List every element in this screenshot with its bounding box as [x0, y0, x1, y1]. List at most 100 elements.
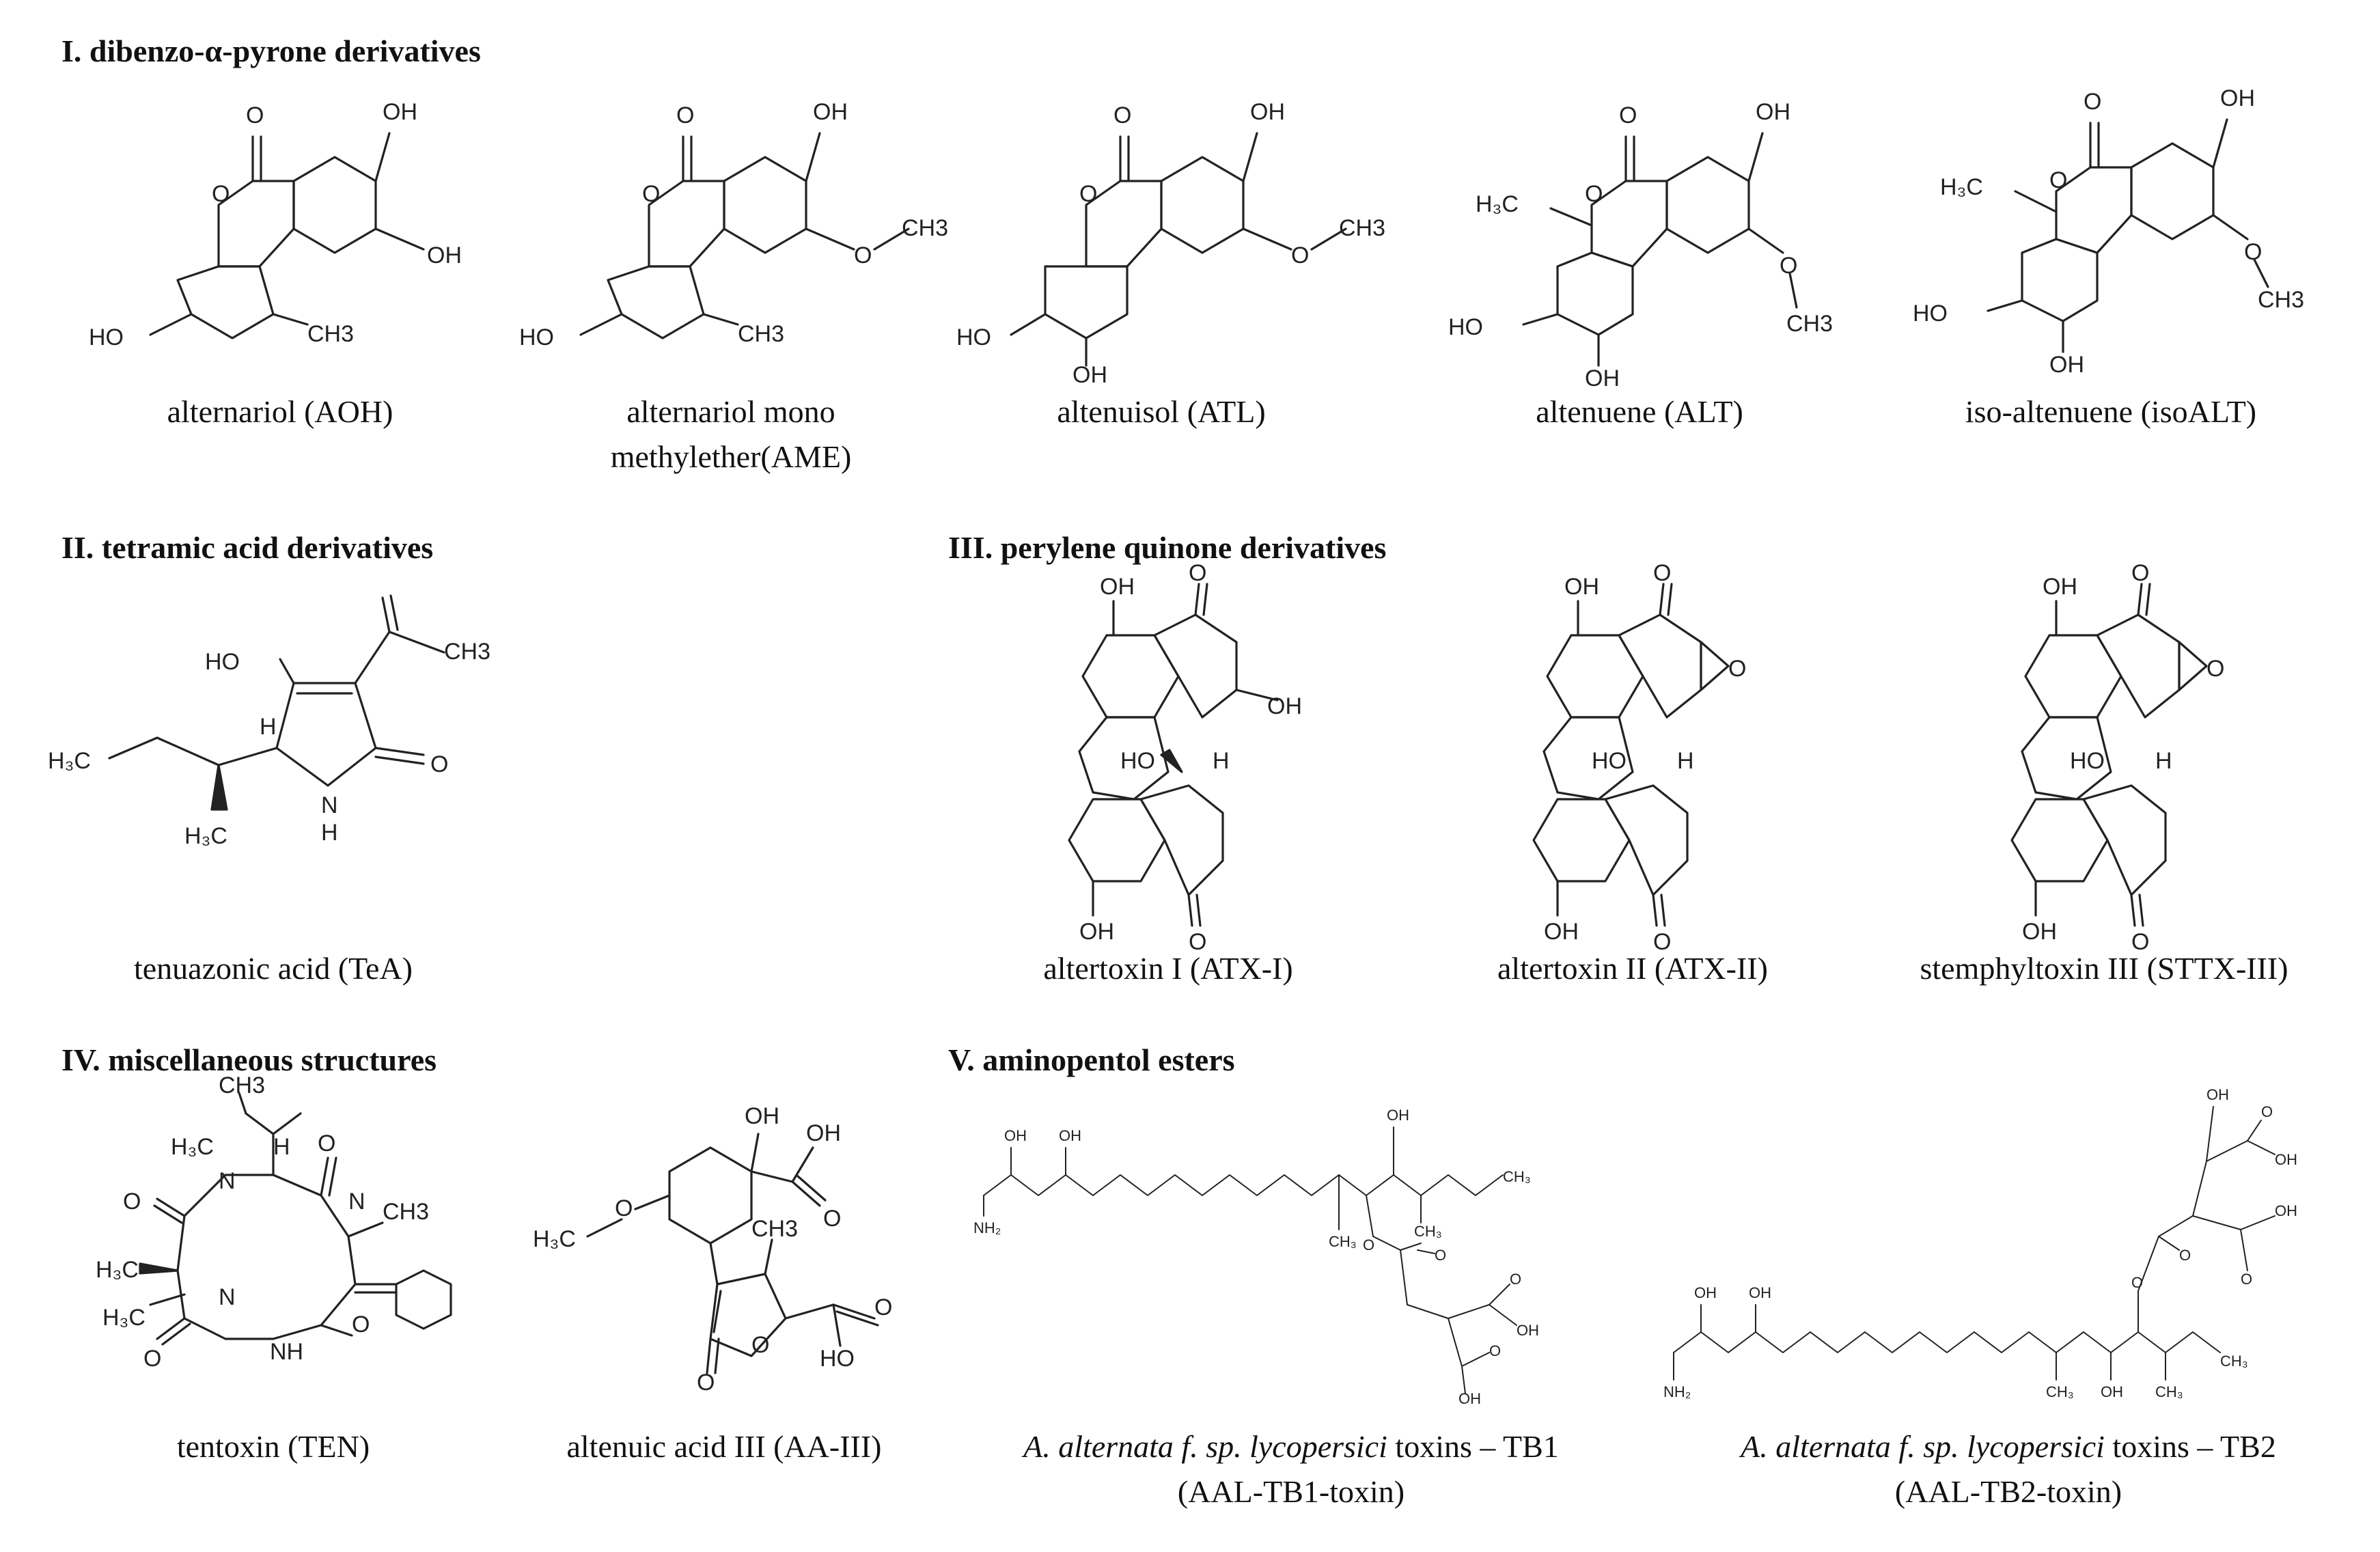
svg-text:CH₃: CH₃: [2046, 1383, 2074, 1400]
svg-text:CH₃: CH₃: [1503, 1168, 1531, 1185]
svg-text:O: O: [1780, 253, 1797, 279]
section-title-dibenzo-pyrone: I. dibenzo-α-pyrone derivatives: [61, 33, 481, 68]
structure-altertoxin-1: OH O OH HO H OH O: [1025, 560, 1380, 956]
svg-text:O: O: [1113, 102, 1131, 128]
svg-text:O: O: [2049, 167, 2067, 193]
svg-text:OH: OH: [2043, 574, 2077, 600]
svg-text:H₃C: H₃C: [96, 1257, 139, 1283]
structure-altertoxin-2: OH O O HO H OH O: [1489, 560, 1844, 956]
svg-text:CH3: CH3: [307, 321, 354, 347]
section-title-miscellaneous: IV. miscellaneous structures: [61, 1042, 437, 1077]
svg-text:CH₃: CH₃: [2220, 1353, 2248, 1370]
svg-text:O: O: [352, 1312, 370, 1338]
svg-text:OH: OH: [427, 242, 462, 268]
label-altenuisol: altenuisol (ATL): [1057, 394, 1266, 429]
svg-text:OH: OH: [745, 1103, 779, 1129]
svg-text:HO: HO: [89, 324, 124, 350]
svg-text:O: O: [1728, 656, 1746, 682]
svg-text:O: O: [1291, 242, 1309, 268]
svg-text:HO: HO: [519, 324, 554, 350]
svg-text:OH: OH: [2220, 85, 2255, 111]
svg-text:O: O: [1435, 1247, 1446, 1264]
svg-text:O: O: [676, 102, 694, 128]
label-altenuic-acid-3: altenuic acid III (AA-III): [566, 1429, 882, 1464]
svg-text:OH: OH: [2101, 1383, 2123, 1400]
structure-tentoxin: CH3 H₃C H O N O N CH3 H₃C H₃C N O NH O: [96, 1072, 506, 1387]
svg-text:OH: OH: [1073, 362, 1107, 388]
svg-text:OH: OH: [2275, 1202, 2297, 1219]
label-alternariol: alternariol (AOH): [167, 394, 393, 429]
svg-text:CH3: CH3: [2258, 287, 2304, 313]
svg-text:HO: HO: [956, 324, 991, 350]
svg-text:H: H: [1677, 748, 1694, 774]
svg-text:H₃C: H₃C: [48, 748, 91, 774]
svg-text:O: O: [823, 1206, 841, 1232]
svg-text:OH: OH: [1250, 99, 1285, 125]
svg-text:O: O: [1189, 560, 1206, 586]
svg-text:OH: OH: [2275, 1151, 2297, 1168]
svg-text:H: H: [321, 820, 338, 846]
svg-text:H: H: [273, 1134, 290, 1160]
svg-text:N: N: [219, 1284, 236, 1310]
svg-text:HO: HO: [2070, 748, 2105, 774]
svg-text:O: O: [2206, 656, 2224, 682]
svg-text:H: H: [1213, 748, 1230, 774]
label-tenuazonic-acid: tenuazonic acid (TeA): [133, 951, 413, 986]
svg-text:O: O: [642, 181, 660, 207]
svg-text:OH: OH: [1749, 1284, 1771, 1301]
svg-text:O: O: [1653, 929, 1671, 955]
section-title-tetramic-acid: II. tetramic acid derivatives: [61, 530, 434, 565]
label-tentoxin: tentoxin (TEN): [176, 1429, 370, 1464]
section-title-perylene-quinone: III. perylene quinone derivatives: [948, 530, 1387, 565]
svg-text:O: O: [246, 102, 264, 128]
svg-text:CH₃: CH₃: [1414, 1223, 1442, 1240]
structure-altenuisol: O O OH O CH3 HO OH: [956, 89, 1385, 388]
structure-tenuazonic-acid: HO CH3 O H N H H₃C H₃C: [48, 587, 526, 874]
svg-text:O: O: [2261, 1103, 2273, 1120]
svg-text:NH: NH: [270, 1339, 303, 1365]
svg-text:HO: HO: [820, 1346, 855, 1372]
svg-text:O: O: [2131, 560, 2149, 586]
svg-text:N: N: [219, 1168, 236, 1194]
svg-text:O: O: [854, 242, 872, 268]
structure-alternariol: O O OH OH HO CH3: [89, 89, 471, 362]
structure-altenuene: O O OH O CH3 H₃C HO OH: [1448, 89, 1858, 391]
svg-text:CH3: CH3: [1339, 215, 1385, 241]
svg-text:OH: OH: [1387, 1107, 1409, 1124]
svg-text:O: O: [1653, 560, 1671, 586]
svg-text:O: O: [2131, 929, 2149, 955]
svg-text:N: N: [348, 1189, 365, 1215]
svg-text:OH: OH: [383, 99, 417, 125]
svg-text:CH₃: CH₃: [2155, 1383, 2183, 1400]
section-title-aminopentol-esters: V. aminopentol esters: [948, 1042, 1235, 1077]
label-aal-tb2-toxin: A. alternata f. sp. lycopersici toxins –…: [1741, 1429, 2276, 1509]
svg-text:OH: OH: [1267, 693, 1302, 719]
svg-text:OH: OH: [2206, 1086, 2229, 1103]
svg-text:OH: OH: [1004, 1127, 1027, 1144]
svg-text:CH₃: CH₃: [1329, 1233, 1357, 1250]
svg-text:OH: OH: [1756, 99, 1790, 125]
structure-alternariol-methylether: O O OH O CH3 HO CH3: [519, 89, 948, 362]
label-altertoxin-2: altertoxin II (ATX-II): [1497, 951, 1768, 986]
svg-text:CH3: CH3: [219, 1072, 265, 1098]
svg-text:OH: OH: [1544, 919, 1579, 945]
svg-text:H: H: [2155, 748, 2172, 774]
svg-text:O: O: [123, 1189, 141, 1215]
svg-text:OH: OH: [813, 99, 848, 125]
svg-text:CH3: CH3: [444, 639, 490, 665]
svg-text:H₃C: H₃C: [102, 1305, 146, 1331]
svg-text:HO: HO: [1448, 314, 1483, 340]
structure-aal-tb2-toxin: OH OH NH₂ CH₃ OH CH₃ CH₃ O O OH O OH OH …: [1660, 1079, 2357, 1421]
svg-text:O: O: [615, 1195, 633, 1221]
structure-altenuic-acid-3: OH OH O O H₃C CH3 O HO O O: [519, 1093, 929, 1396]
svg-text:O: O: [1363, 1236, 1374, 1253]
label-altenuene: altenuene (ALT): [1536, 394, 1743, 429]
svg-text:OH: OH: [1079, 919, 1114, 945]
svg-text:OH: OH: [1585, 365, 1620, 391]
structure-iso-altenuene: O O OH O CH3 H₃C HO OH: [1899, 75, 2323, 378]
svg-text:O: O: [1189, 929, 1206, 955]
svg-text:O: O: [751, 1332, 769, 1358]
svg-text:H₃C: H₃C: [1940, 174, 1983, 200]
svg-text:CH3: CH3: [902, 215, 948, 241]
